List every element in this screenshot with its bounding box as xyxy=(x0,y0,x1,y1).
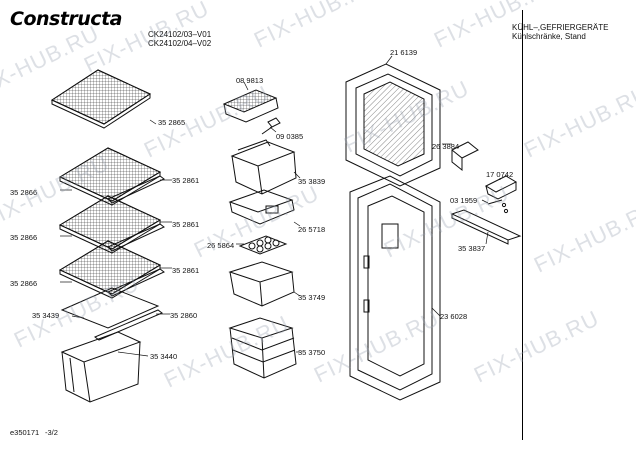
ice-cube-tray xyxy=(222,89,279,123)
wire-shelf-top xyxy=(50,69,152,129)
door-shelf-medium xyxy=(228,261,295,307)
part-label: 35 2860 xyxy=(170,311,198,320)
egg-tray xyxy=(238,235,288,255)
part-label: 26 5864 xyxy=(207,241,235,250)
page-number: -3/2 xyxy=(45,428,58,437)
part-label: 03 1959 xyxy=(450,196,478,205)
part-label: 35 3440 xyxy=(150,352,178,361)
glass-shelf-1 xyxy=(58,147,165,206)
glass-shelf-2 xyxy=(58,195,165,254)
brand-logo: Constructa xyxy=(10,8,122,30)
part-label: 35 2861 xyxy=(172,176,200,185)
bottle-shelf xyxy=(228,317,297,379)
part-label: 35 3749 xyxy=(298,293,326,302)
part-label: 09 0385 xyxy=(276,132,304,141)
part-label: 35 2865 xyxy=(158,118,186,127)
door-handle xyxy=(451,141,479,172)
ice-scraper xyxy=(261,117,281,135)
part-label: 08 9813 xyxy=(236,76,264,85)
crisper-drawer xyxy=(60,331,142,403)
right-margin-rule xyxy=(522,10,523,440)
part-label: 23 6028 xyxy=(440,312,468,321)
part-label: 35 3837 xyxy=(458,244,486,253)
document-id: e350171 xyxy=(10,428,40,437)
fridge-door xyxy=(349,175,441,401)
part-label: 21 6139 xyxy=(390,48,418,57)
model-number-2: CK24102/04–V02 xyxy=(148,39,212,48)
part-label: 26 5718 xyxy=(298,225,326,234)
part-label: 35 2861 xyxy=(172,220,200,229)
category-subtitle: Kühlschränke, Stand xyxy=(512,32,586,41)
hinge-cover xyxy=(484,175,518,200)
dairy-compartment xyxy=(230,139,297,195)
glass-shelf-3 xyxy=(58,240,165,299)
door-strip xyxy=(450,209,522,245)
part-label: 35 3439 xyxy=(32,311,60,320)
part-label: 35 2866 xyxy=(10,279,38,288)
part-label: 17 0742 xyxy=(486,170,514,179)
freezer-door xyxy=(345,63,441,187)
part-label: 35 2866 xyxy=(10,188,38,197)
part-label: 35 3750 xyxy=(298,348,326,357)
model-number-1: CK24102/03–V01 xyxy=(148,30,212,39)
door-shelf-small xyxy=(228,189,295,225)
part-label: 35 2861 xyxy=(172,266,200,275)
screw xyxy=(487,199,509,214)
part-label: 26 3884 xyxy=(432,142,460,151)
category-title: KÜHL–,GEFRIERGERÄTE xyxy=(512,23,609,32)
part-label: 35 2866 xyxy=(10,233,38,242)
part-label: 35 3839 xyxy=(298,177,326,186)
